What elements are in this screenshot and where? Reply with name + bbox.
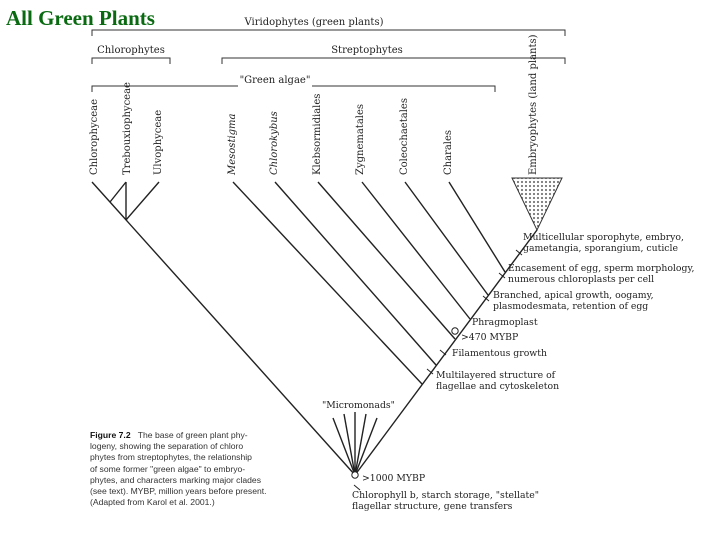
taxon-trebouxiophyceae: Trebouxiophyceae	[122, 82, 133, 175]
taxon-chlorophyceae: Chlorophyceae	[89, 99, 100, 175]
node-1000-mybp	[351, 471, 359, 479]
char-embryophytes: Multicellular sporophyte, embryo, gameta…	[523, 232, 687, 254]
figure-caption: Figure 7.2 The base of green plant phy- …	[90, 430, 295, 508]
taxon-embryophytes: Embryophytes (land plants)	[528, 34, 539, 175]
caption-line-7: (Adapted from Karol et al. 2001.)	[90, 497, 215, 508]
char-phragmoplast: Phragmoplast	[472, 317, 538, 328]
streptophytes-bracket	[221, 57, 566, 64]
taxon-chlorokybus: Chlorokybus	[269, 111, 280, 175]
char-branched: Branched, apical growth, oogamy, plasmod…	[493, 290, 657, 312]
caption-line-6: (see text). MYBP, million years before p…	[90, 486, 267, 497]
char-base: Chlorophyll b, starch storage, "stellate…	[352, 490, 542, 512]
figure-label: Figure 7.2	[90, 430, 131, 440]
viridophytes-bracket	[91, 29, 566, 36]
caption-line-3: phytes from streptophytes, the relations…	[90, 452, 252, 463]
caption-line-4: of some former "green algae" to embryo-	[90, 463, 246, 474]
char-egg: Encasement of egg, sperm morphology, num…	[508, 263, 697, 285]
taxon-mesostigma: Mesostigma	[227, 113, 238, 176]
clade-label-viridophytes: Viridophytes (green plants)	[244, 17, 384, 28]
taxon-embryophytes-label: Embryophytes (land plants)	[528, 34, 539, 175]
node-470-mybp	[451, 327, 459, 335]
taxon-ulvophyceae: Ulvophyceae	[153, 110, 164, 175]
clade-label-green-algae: "Green algae"	[240, 75, 311, 86]
char-mybp-1000: >1000 MYBP	[362, 473, 425, 484]
char-mybp-470: >470 MYBP	[461, 332, 518, 343]
clade-label-streptophytes: Streptophytes	[331, 45, 403, 56]
slide-title: All Green Plants	[6, 6, 155, 30]
chlorophytes-bracket	[91, 57, 171, 64]
char-filamentous: Filamentous growth	[452, 348, 547, 359]
taxon-zygnematales: Zygnematales	[355, 104, 366, 175]
clade-label-chlorophytes: Chlorophytes	[97, 45, 165, 56]
taxon-charales: Charales	[443, 130, 454, 175]
caption-line-2: logeny, showing the separation of chloro	[90, 441, 244, 452]
char-multilayered: Multilayered structure of flagellae and …	[436, 370, 559, 392]
taxon-coleochaetales: Coleochaetales	[399, 98, 410, 175]
taxon-klebsormidiales: Klebsormidiales	[312, 94, 323, 175]
caption-line-1: The base of green plant phy-	[137, 430, 248, 440]
embryophytes-triangle	[511, 177, 563, 232]
char-micromonads: "Micromonads"	[322, 400, 395, 411]
caption-line-5: phytes, and characters marking major cla…	[90, 474, 261, 485]
